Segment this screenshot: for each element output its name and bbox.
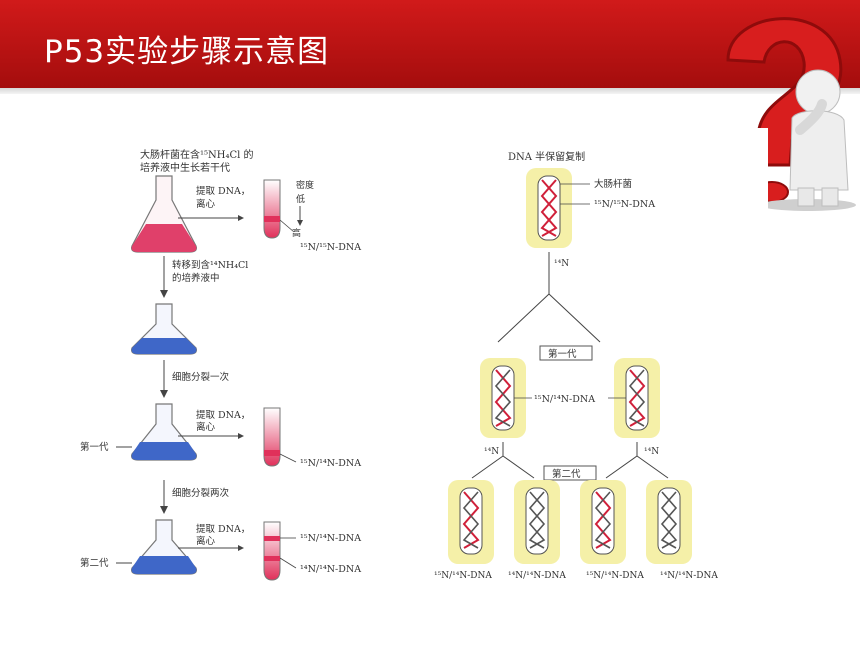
gen2-dna-4: ¹⁴N/¹⁴N-DNA (660, 571, 718, 581)
band-gen2-b: ¹⁴N/¹⁴N-DNA (300, 564, 361, 575)
flask-blue-1 (131, 303, 197, 355)
right-title: DNA 半保留复制 (508, 150, 585, 163)
centrifuge-tube-2 (263, 407, 281, 467)
transfer-line1: 转移到含¹⁴NH₄Cl (172, 259, 248, 271)
flask-red (131, 175, 197, 253)
n14-left: ¹⁴N (484, 447, 499, 457)
extract-label-2c: 离心 (196, 535, 216, 547)
band-gen2-a: ¹⁵N/¹⁴N-DNA (300, 533, 361, 544)
gen1-box (539, 345, 593, 361)
gen1-label: 第一代 (80, 441, 109, 453)
extract-label-2b: 离心 (196, 421, 216, 433)
dna-replication-diagram: 大肠杆菌在含¹⁵NH₄Cl 的 培养液中生长若干代 提取 DNA， 离心 密度 … (68, 128, 768, 598)
band-mid-label: ¹⁵N/¹⁴N-DNA (300, 458, 361, 469)
extract-label-1b: 提取 DNA， (196, 409, 250, 421)
slide-title: P53实验步骤示意图 (44, 34, 330, 70)
gen2-dna-1: ¹⁵N/¹⁴N-DNA (434, 571, 492, 581)
gen2-dna-2: ¹⁴N/¹⁴N-DNA (508, 571, 566, 581)
gen2-cell-4 (646, 480, 692, 564)
gen2-box (543, 465, 597, 481)
extract-label-1a: 提取 DNA， (196, 185, 250, 197)
label-bacterium: 大肠杆菌 (594, 178, 632, 190)
gen2-cell-3 (580, 480, 626, 564)
top-caption-line1: 大肠杆菌在含¹⁵NH₄Cl 的 (140, 148, 254, 161)
question-mark-thinking-figure-icon (726, 17, 856, 211)
left-panel: 大肠杆菌在含¹⁵NH₄Cl 的 培养液中生长若干代 提取 DNA， 离心 密度 … (80, 148, 361, 581)
divide-twice: 细胞分裂两次 (172, 487, 230, 499)
extract-label-1c: 提取 DNA， (196, 523, 250, 535)
flask-blue-gen1 (131, 403, 197, 461)
gen2-label: 第二代 (80, 557, 109, 569)
extract-label-2a: 离心 (196, 198, 216, 210)
gen1-box-label: 第一代 (548, 348, 577, 360)
top-caption-line2: 培养液中生长若干代 (140, 161, 230, 174)
band-top-label: ¹⁵N/¹⁵N-DNA (300, 242, 361, 253)
density-high: 高 (292, 227, 301, 239)
density-low: 低 (296, 193, 305, 205)
gen2-cell-2 (514, 480, 560, 564)
n14-right: ¹⁴N (644, 447, 659, 457)
title-bar (0, 0, 860, 88)
centrifuge-tube-3 (263, 521, 281, 581)
gen2-box-label: 第二代 (552, 468, 581, 480)
gen1-cell-left (480, 358, 526, 438)
gen2-dna-3: ¹⁵N/¹⁴N-DNA (586, 571, 644, 581)
gen1-dna-label: ¹⁵N/¹⁴N-DNA (534, 394, 595, 405)
divide-once: 细胞分裂一次 (172, 371, 230, 383)
right-panel: DNA 半保留复制 大肠杆菌 ¹⁵N/¹⁵N-DNA ¹⁴N 第一代 (434, 150, 718, 581)
density-label: 密度 (296, 179, 314, 191)
flask-blue-gen2 (131, 519, 197, 575)
title-bar-shadow (0, 88, 860, 94)
label-parent-dna: ¹⁵N/¹⁵N-DNA (594, 199, 655, 210)
gen2-cell-1 (448, 480, 494, 564)
label-n14: ¹⁴N (554, 259, 569, 269)
centrifuge-tube-1 (263, 179, 281, 239)
gen1-cell-right (614, 358, 660, 438)
parent-bacterium (526, 168, 572, 248)
transfer-line2: 的培养液中 (172, 272, 220, 284)
